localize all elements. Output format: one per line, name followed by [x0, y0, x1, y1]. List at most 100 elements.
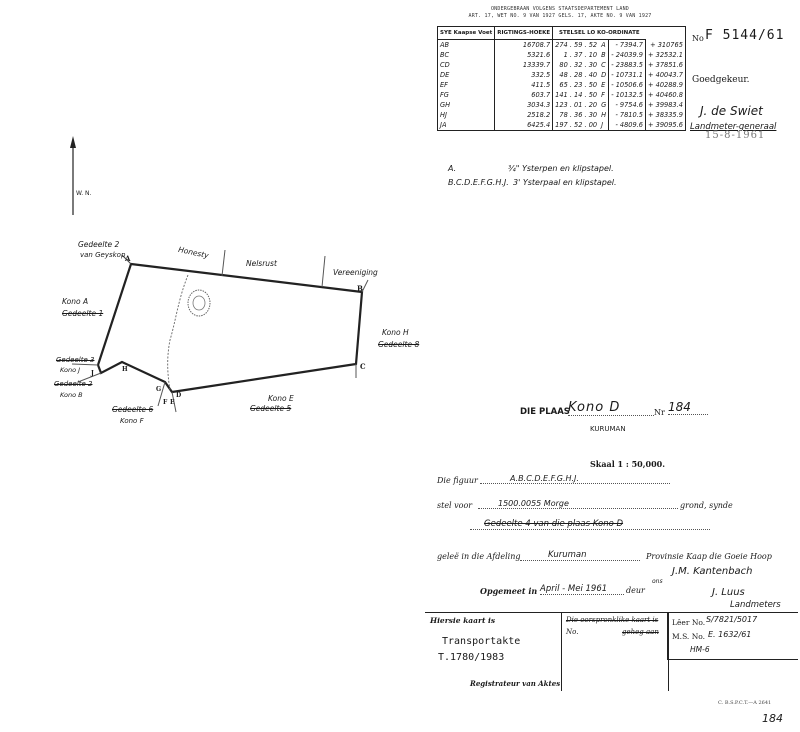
- map-label-gedeelte2: Gedeelte 2: [78, 240, 120, 249]
- table-cell: 141 . 14 . 50: [552, 90, 600, 100]
- leer-no-value: S/7821/5017: [706, 615, 758, 624]
- boundary-line: [321, 255, 326, 288]
- landmeters-label: Landmeters: [730, 600, 781, 610]
- doc-number-prefix: No: [692, 34, 704, 43]
- table-cell: 65 . 23 . 50: [552, 80, 600, 90]
- boundary-line: [361, 279, 369, 293]
- legend-text-1: ¾" Ysterpen en klipstapel.: [508, 164, 614, 173]
- boundary-line: [121, 254, 132, 265]
- figure-label: Die figuur: [437, 476, 478, 485]
- header-line-2: ART. 17, WET NO. 9 VAN 1927 GELS. 17, AK…: [468, 13, 652, 19]
- table-cell: - 23883.5: [608, 60, 646, 70]
- map-label-gedeelte2b: Gedeelte 2: [54, 380, 93, 388]
- vertex-c: C: [360, 362, 366, 371]
- map-label-kono-b: Kono B: [60, 391, 83, 399]
- scale: Skaal 1 : 50,000.: [590, 459, 666, 469]
- map-label-gedeelte1: Gedeelte 1: [62, 309, 104, 318]
- ms-no-label: M.S. No.: [672, 632, 706, 641]
- vertex-b: B: [357, 284, 363, 293]
- map-label-kono-a: Kono A: [62, 297, 89, 306]
- table-cell: + 32532.1: [645, 50, 686, 60]
- pan-feature-inner: [192, 295, 206, 311]
- table-cell: + 40460.8: [645, 90, 686, 100]
- table-cell: 2518.2: [494, 110, 553, 120]
- table-cell: 274 . 59 . 52: [552, 39, 600, 50]
- table-cell: 5321.6: [494, 50, 553, 60]
- table-cell: - 10731.1: [608, 70, 646, 80]
- approval-title: Landmeter-generaal: [690, 122, 777, 132]
- die-plaas-label: DIE PLAAS: [520, 407, 570, 417]
- table-cell: 3034.3: [494, 100, 553, 110]
- map-label-gedeelte3: Gedeelte 3: [56, 356, 95, 364]
- table-cell: - 4809.6: [608, 120, 646, 131]
- table-cell: 332.5: [494, 70, 553, 80]
- afdeling-value: Kuruman: [520, 550, 640, 561]
- district: KURUMAN: [590, 425, 626, 433]
- table-cell: BC: [436, 50, 495, 60]
- transport-number: T.1780/1983: [438, 652, 505, 663]
- table-cell: EF: [436, 80, 495, 90]
- legend-letter-a: A.: [448, 164, 457, 173]
- table-cell: + 39983.4: [645, 100, 686, 110]
- legend-text-2: 3' Ysterpaal en klipstapel.: [513, 178, 617, 187]
- stel-voor-label: stel voor: [437, 501, 473, 510]
- table-cell: + 37851.6: [645, 60, 686, 70]
- table-header: RIGTINGS-HOEKE: [494, 26, 553, 40]
- header-line-1: ONDERGEBRAAN VOLGENS STAATSDEPARTEMENT L…: [490, 6, 630, 12]
- table-cell: D: [601, 71, 607, 79]
- survey-date: April - Mei 1961: [540, 584, 624, 595]
- vertex-a: A: [125, 254, 131, 263]
- vertex-f: F: [163, 399, 168, 406]
- original-box: [561, 612, 669, 691]
- vertex-j: J: [91, 370, 94, 377]
- registrateur-label: Registrateur van Aktes: [470, 679, 561, 688]
- table-cell: E: [601, 81, 606, 89]
- vertex-h: H: [122, 366, 128, 373]
- file-box: [667, 612, 798, 660]
- table-cell: - 24039.9: [608, 50, 646, 60]
- opgemeet-label: Opgemeet in: [480, 586, 538, 596]
- north-label: W. N.: [76, 190, 92, 197]
- geheg-aan-label: geheg aan: [622, 628, 659, 636]
- table-cell: B: [601, 51, 606, 59]
- table-cell: 1 . 37 . 10: [552, 50, 600, 60]
- table-cell: J: [601, 121, 604, 129]
- ms-no-value: E. 1632/61: [708, 630, 752, 639]
- farm-number: 184: [668, 400, 708, 415]
- table-header: SYE Kaapse Voet: [436, 26, 495, 40]
- farm-name: Kono D: [568, 400, 654, 416]
- map-label-nelsrust: Nelsrust: [246, 259, 277, 268]
- table-cell: A: [601, 41, 606, 49]
- surveyor-signature-2: J. Luus: [712, 587, 745, 598]
- map-label-gedeelte5: Gedeelte 5: [250, 404, 292, 413]
- table-cell: F: [601, 91, 605, 99]
- map-label-kono-j: Kono J: [60, 366, 81, 374]
- table-cell: HJ: [436, 110, 495, 120]
- table-cell: 603.7: [494, 90, 553, 100]
- table-cell: 78 . 36 . 30: [552, 110, 600, 120]
- survey-map: [70, 136, 369, 413]
- table-cell: FG: [436, 90, 495, 100]
- table-cell: + 40043.7: [645, 70, 686, 80]
- table-cell: AB: [436, 39, 495, 50]
- table-header: STELSEL LO KO-ORDINATE: [552, 26, 646, 40]
- vertex-g: G: [156, 386, 162, 393]
- area-value: 1500.0055 Morge: [478, 499, 678, 509]
- gelee-label: geleë in die Afdeling: [437, 552, 521, 561]
- surveyor-signature: J.M. Kantenbach: [672, 566, 753, 577]
- table-cell: 123 . 01 . 20: [552, 100, 600, 110]
- map-label-gedeelte6: Gedeelte 6: [112, 405, 154, 414]
- map-label-kono-f: Kono F: [120, 417, 144, 425]
- pan-feature: [187, 289, 211, 317]
- table-cell: 16708.7: [494, 39, 553, 50]
- deur-superscript: ons: [652, 578, 663, 585]
- grond-label: grond, synde: [680, 501, 733, 510]
- boundary-line: [171, 391, 177, 413]
